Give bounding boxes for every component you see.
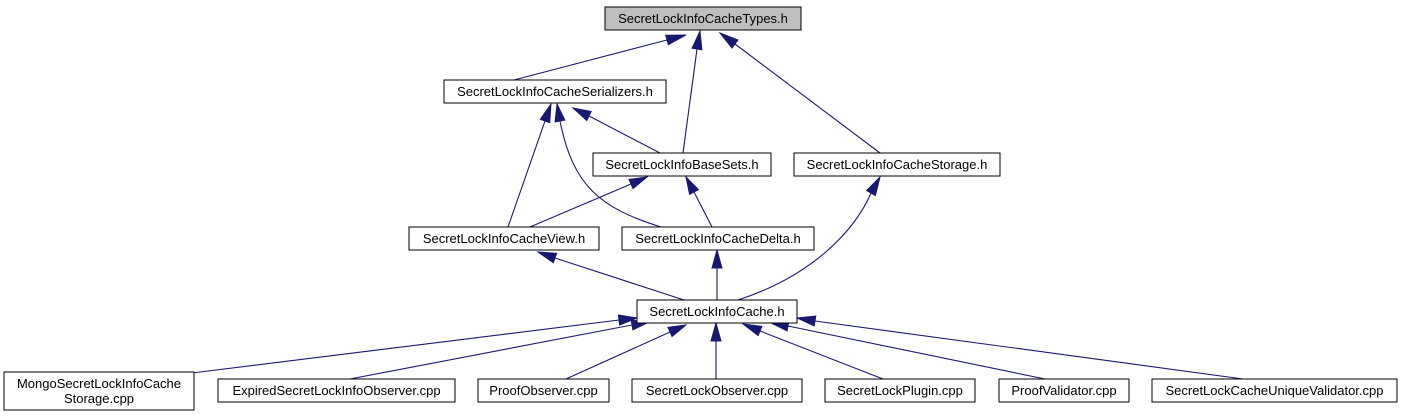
edge-expired-to-cache: [349, 319, 651, 380]
node-serializers[interactable]: SecretLockInfoCacheSerializers.h: [443, 79, 667, 104]
edge-line: [529, 183, 632, 228]
node-box: [3, 371, 195, 411]
edge-arrowhead: [539, 102, 552, 124]
node-storage[interactable]: SecretLockInfoCacheStorage.h: [793, 152, 1001, 177]
node-slobs[interactable]: SecretLockObserver.cpp: [631, 378, 803, 403]
node-label: SecretLockInfoCacheDelta.h: [635, 231, 800, 246]
node-uniqueval[interactable]: SecretLockCacheUniqueValidator.cpp: [1151, 378, 1398, 403]
node-box: [824, 378, 976, 403]
edge-plugin-to-cache: [741, 323, 884, 380]
node-box: [592, 152, 772, 177]
edge-line: [759, 330, 884, 380]
node-basesets[interactable]: SecretLockInfoBaseSets.h: [592, 152, 772, 177]
edge-line: [737, 192, 872, 301]
node-box: [443, 79, 667, 104]
edge-line: [787, 325, 1046, 380]
node-box: [477, 378, 610, 403]
node-label: MongoSecretLockInfoCache: [17, 376, 181, 391]
node-box: [998, 378, 1130, 403]
edge-arrowhead: [617, 314, 639, 326]
node-label: SecretLockInfoBaseSets.h: [605, 157, 758, 172]
node-box: [636, 299, 798, 324]
node-box: [621, 226, 815, 251]
edge-serializers-to-types: [513, 34, 687, 81]
edge-line: [554, 257, 685, 301]
edge-arrowhead: [667, 324, 688, 338]
edge-line: [588, 115, 661, 154]
edge-cache-to-storage: [737, 175, 881, 301]
edge-slobs-to-cache: [710, 321, 722, 379]
node-label: SecretLockObserver.cpp: [646, 383, 788, 398]
edge-arrowhead: [685, 175, 700, 196]
node-box: [217, 378, 456, 403]
edge-line: [191, 319, 620, 374]
node-label: SecretLockInfoCache.h: [649, 304, 784, 319]
edge-basesets-to-types: [682, 29, 703, 154]
node-box: [1151, 378, 1398, 403]
node-box: [793, 152, 1001, 177]
node-view[interactable]: SecretLockInfoCacheView.h: [408, 226, 600, 251]
node-cache[interactable]: SecretLockInfoCache.h: [636, 299, 798, 324]
node-label: SecretLockPlugin.cpp: [837, 383, 963, 398]
edge-uniqueval-to-cache: [795, 315, 1244, 380]
edge-line: [565, 331, 671, 380]
edge-arrowhead: [628, 176, 649, 190]
edge-arrowhead: [554, 102, 566, 123]
node-types: SecretLockInfoCacheTypes.h: [604, 6, 802, 31]
node-plugin[interactable]: SecretLockPlugin.cpp: [824, 378, 976, 403]
edge-line: [734, 43, 881, 154]
node-label: SecretLockInfoCacheStorage.h: [807, 157, 988, 172]
node-label: Storage.cpp: [64, 391, 134, 406]
node-label: ProofObserver.cpp: [489, 383, 597, 398]
edge-delta-to-basesets: [685, 175, 713, 228]
nodes-layer: SecretLockInfoCacheTypes.hSecretLockInfo…: [3, 6, 1398, 411]
edge-cache-to-delta: [711, 248, 723, 300]
edge-arrowhead: [795, 315, 817, 327]
edge-storage-to-types: [718, 31, 881, 154]
node-label: ProofValidator.cpp: [1011, 383, 1116, 398]
edge-line: [693, 191, 713, 228]
edge-line: [507, 120, 546, 228]
node-label: ExpiredSecretLockInfoObserver.cpp: [232, 383, 440, 398]
edges-layer: [191, 29, 1244, 380]
edge-arrowhead: [710, 321, 722, 342]
edge-view-to-serializers: [507, 102, 552, 228]
edge-line: [349, 324, 633, 380]
edge-basesets-to-serializers: [571, 107, 661, 154]
edge-cache-to-view: [536, 251, 685, 301]
edge-line: [682, 48, 698, 154]
node-delta[interactable]: SecretLockInfoCacheDelta.h: [621, 226, 815, 251]
edge-proofval-to-cache: [769, 320, 1046, 380]
edge-arrowhead: [665, 34, 687, 46]
node-box: [604, 6, 802, 31]
node-proofobs[interactable]: ProofObserver.cpp: [477, 378, 610, 403]
node-proofval[interactable]: ProofValidator.cpp: [998, 378, 1130, 403]
node-label: SecretLockCacheUniqueValidator.cpp: [1165, 383, 1383, 398]
edge-arrowhead: [741, 323, 763, 337]
node-box: [631, 378, 803, 403]
node-label: SecretLockInfoCacheTypes.h: [618, 11, 788, 26]
edge-view-to-basesets: [529, 176, 649, 228]
edge-line: [559, 120, 662, 228]
edge-proofobs-to-cache: [565, 324, 688, 380]
edge-line: [814, 320, 1244, 380]
edge-arrowhead: [571, 107, 592, 122]
edge-line: [513, 39, 668, 81]
node-box: [408, 226, 600, 251]
node-label: SecretLockInfoCacheView.h: [423, 231, 585, 246]
edge-delta-to-serializers: [554, 102, 662, 228]
edge-arrowhead: [718, 31, 739, 49]
edge-mongo-to-cache: [191, 314, 639, 374]
node-expired[interactable]: ExpiredSecretLockInfoObserver.cpp: [217, 378, 456, 403]
edge-arrowhead: [865, 175, 881, 197]
edge-arrowhead: [691, 29, 703, 51]
edge-arrowhead: [536, 251, 558, 264]
edge-arrowhead: [711, 248, 723, 269]
node-label: SecretLockInfoCacheSerializers.h: [457, 84, 653, 99]
